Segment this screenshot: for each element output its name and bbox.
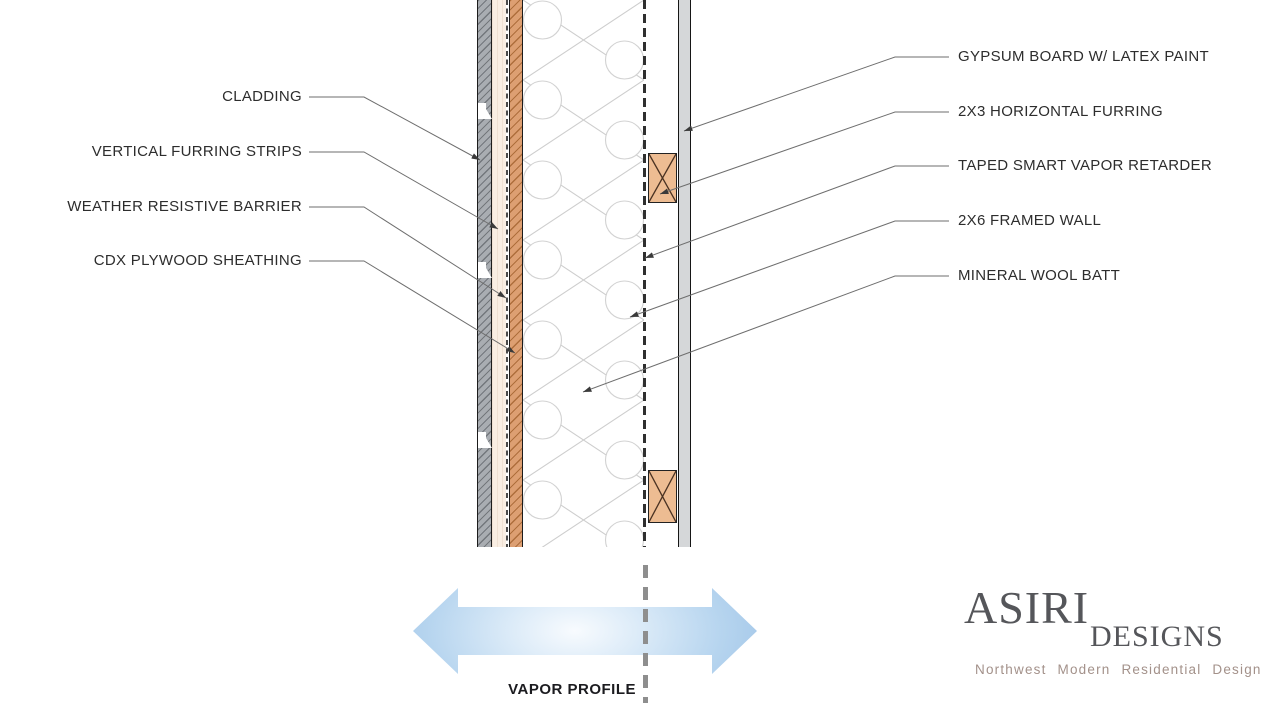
cdx-plywood-layer bbox=[509, 0, 523, 547]
horizontal-furring-block bbox=[648, 153, 677, 203]
label-gypsum: GYPSUM BOARD W/ LATEX PAINT bbox=[958, 48, 1209, 65]
horizontal-furring-block bbox=[648, 470, 677, 523]
cladding-joint bbox=[478, 262, 492, 278]
label-framed-wall: 2X6 FRAMED WALL bbox=[958, 212, 1102, 229]
label-mineral-wool: MINERAL WOOL BATT bbox=[958, 267, 1121, 284]
vapor-profile-arrow bbox=[413, 588, 757, 674]
vapor-profile-label: VAPOR PROFILE bbox=[508, 681, 636, 698]
label-cladding: CLADDING bbox=[222, 88, 302, 105]
smart-vapor-retarder-line bbox=[643, 0, 646, 547]
label-horizontal-furring: 2X3 HORIZONTAL FURRING bbox=[958, 103, 1163, 120]
vapor-retarder-axis-dashed-line bbox=[643, 565, 648, 703]
cladding-joint bbox=[478, 432, 492, 448]
end-grain-x-icon bbox=[649, 154, 676, 202]
logo-asiri: ASIRI bbox=[964, 582, 1090, 633]
end-grain-x-icon bbox=[649, 471, 676, 522]
label-cdx-sheathing: CDX PLYWOOD SHEATHING bbox=[93, 252, 302, 269]
gypsum-board-layer bbox=[678, 0, 691, 547]
cladding-joint bbox=[478, 103, 492, 119]
logo-designs: DESIGNS bbox=[1090, 620, 1224, 653]
vertical-furring-layer bbox=[492, 0, 506, 547]
cladding-layer bbox=[477, 0, 492, 547]
weather-resistive-barrier-line bbox=[506, 0, 508, 547]
label-vapor-retarder: TAPED SMART VAPOR RETARDER bbox=[958, 157, 1212, 174]
logo-tagline: Northwest Modern Residential Design bbox=[975, 662, 1262, 677]
label-vertical-furring: VERTICAL FURRING STRIPS bbox=[91, 143, 302, 160]
mineral-wool-batt-layer bbox=[523, 0, 644, 547]
label-wrb: WEATHER RESISTIVE BARRIER bbox=[67, 198, 302, 215]
